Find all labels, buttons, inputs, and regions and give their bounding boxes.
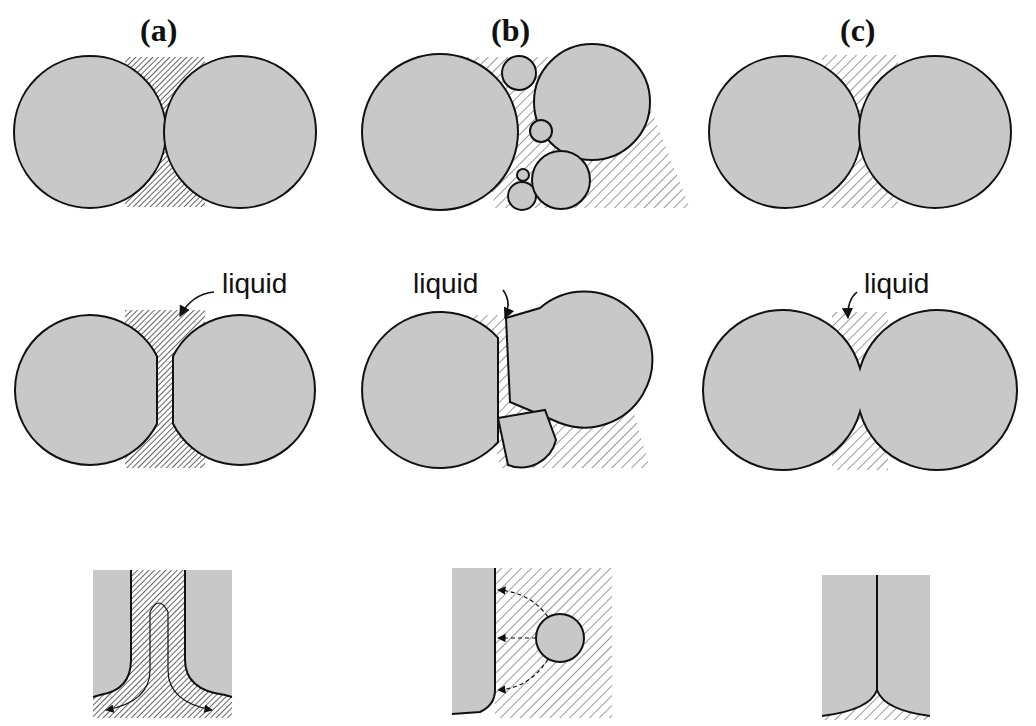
callout-label-box: liquid (222, 270, 287, 298)
callout-label: liquid (413, 268, 478, 299)
detail-c (822, 575, 930, 720)
callout-label-box: liquid (864, 270, 929, 298)
panel-letter-box: (b) (491, 14, 530, 46)
neck-stage-b (362, 292, 652, 468)
detail-b (452, 568, 612, 718)
panel-letter-box: (c) (840, 14, 876, 46)
panel-letter: (a) (140, 12, 177, 48)
neck-stage-c (703, 310, 1017, 470)
callout-label: liquid (864, 268, 929, 299)
panel-letter: (c) (840, 12, 876, 48)
detail-a (93, 570, 232, 718)
panel-letter-box: (a) (140, 14, 177, 46)
panel-letter: (b) (491, 12, 530, 48)
initial-particles-c (709, 55, 1011, 208)
initial-particles-a (14, 56, 316, 208)
initial-particles-b (362, 44, 690, 210)
callout-label-box: liquid (413, 270, 478, 298)
neck-stage-a (15, 310, 315, 468)
callout-label: liquid (222, 268, 287, 299)
